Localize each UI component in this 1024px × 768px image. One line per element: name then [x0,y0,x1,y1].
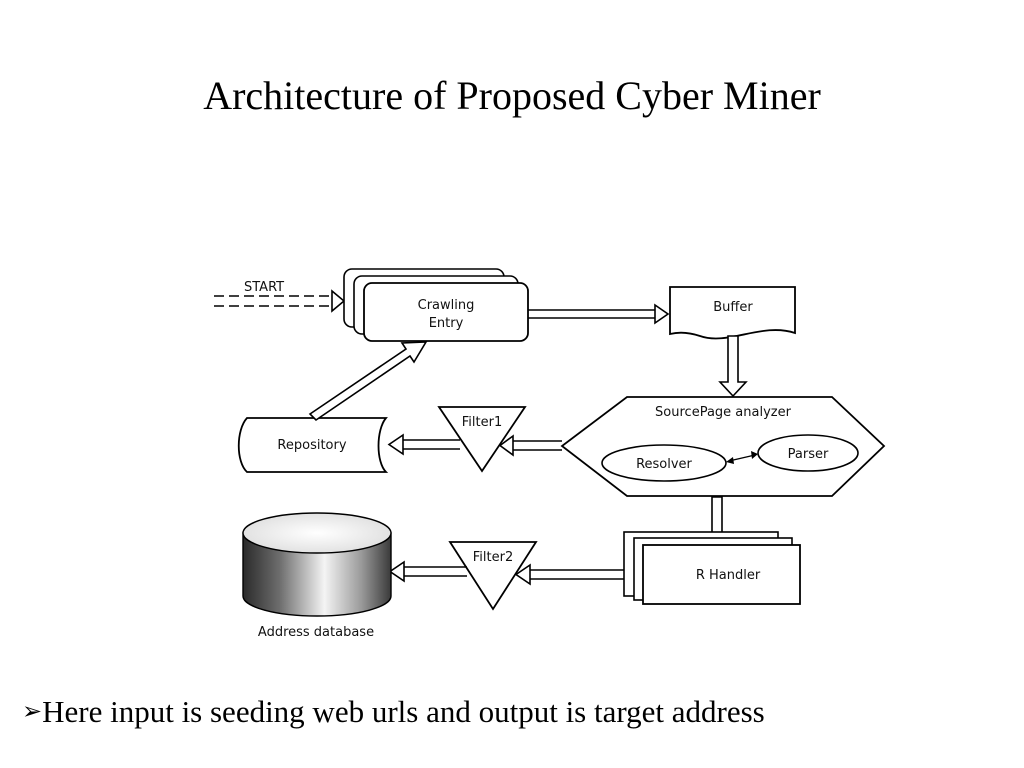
arrow-analyzer-to-filter1 [498,434,562,457]
start-arrow [214,289,346,313]
arrow-filter1-to-repository [387,433,460,456]
arrow-repository-to-entry [308,341,428,422]
filter1-node [437,406,527,473]
filter2-label: Filter2 [473,550,513,565]
arrow-resolver-parser [726,451,758,464]
parser-label: Parser [788,447,829,462]
filter2-node [448,541,538,611]
repository-node [237,417,389,473]
crawling-entry-node [343,268,529,342]
start-label: START [244,280,284,295]
address-database-node [242,512,392,617]
r-handler-label: R Handler [696,568,761,583]
database-label: Address database [258,625,374,640]
repository-label: Repository [277,438,346,453]
bullet-point: ➢Here input is seeding web urls and outp… [22,694,765,730]
arrow-buffer-to-analyzer [718,335,748,398]
arrow-entry-to-buffer [528,303,670,325]
parser-node [757,434,859,472]
resolver-node [601,444,727,482]
filter1-label: Filter1 [462,415,502,430]
crawling-entry-label-line2: Entry [429,316,464,331]
r-handler-node [623,531,801,605]
bullet-text: Here input is seeding web urls and outpu… [42,694,765,729]
arrow-filter2-to-database [388,560,467,583]
buffer-node [669,286,796,340]
resolver-label: Resolver [636,457,692,472]
arrow-handler-to-filter2 [514,563,624,586]
slide-title: Architecture of Proposed Cyber Miner [203,73,821,118]
buffer-label: Buffer [713,300,753,315]
analyzer-label: SourcePage analyzer [655,405,792,420]
crawling-entry-label-line1: Crawling [418,298,475,313]
bullet-arrow-icon: ➢ [22,697,43,725]
